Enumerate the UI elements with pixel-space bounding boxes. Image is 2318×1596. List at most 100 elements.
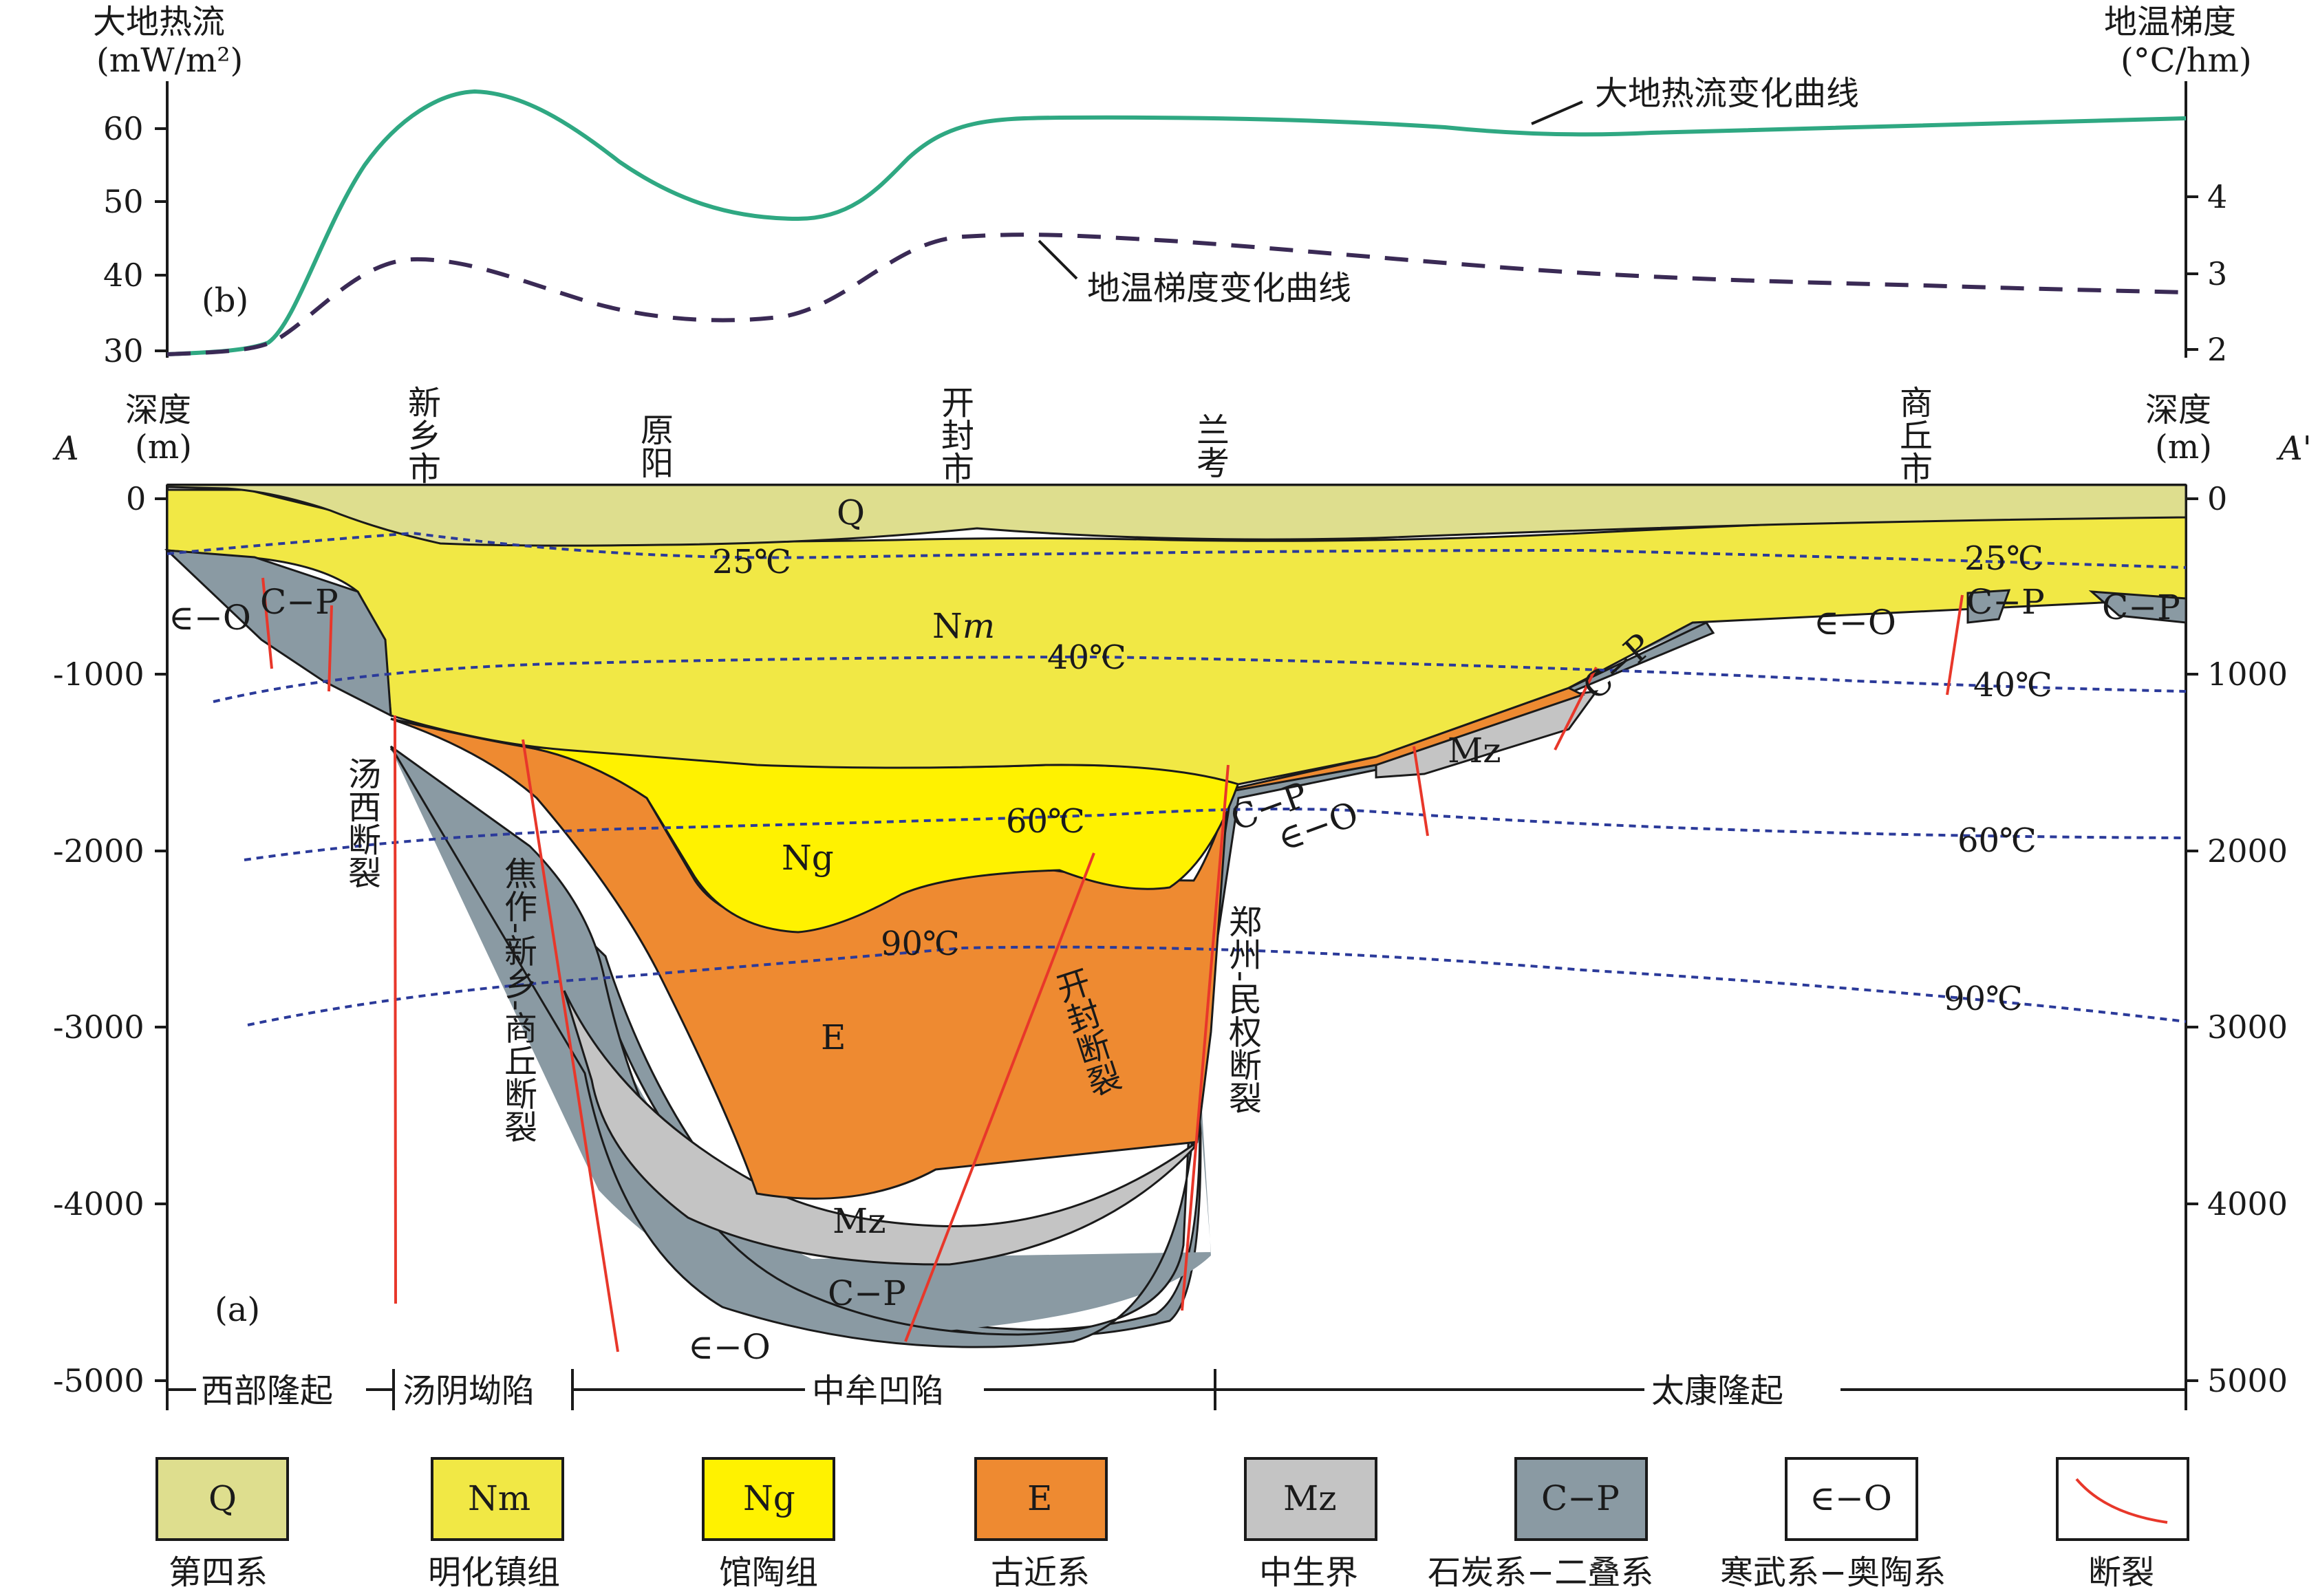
fault-zhengzhou bbox=[1181, 764, 1230, 1311]
isotherm-60 bbox=[244, 808, 2187, 861]
gradient-series-line bbox=[167, 233, 2187, 356]
city-label: 兰考 bbox=[1190, 413, 1229, 479]
label-e: E bbox=[821, 1017, 846, 1057]
label-eo-east: ∈−O bbox=[1814, 603, 1896, 643]
label-cp-west: C−P bbox=[260, 582, 339, 622]
right-depth-tick-label: 3000 bbox=[2207, 1009, 2288, 1046]
depth-title-left: 深度 bbox=[125, 391, 191, 429]
fault-lines bbox=[261, 577, 1964, 1352]
city-label: 新乡市 bbox=[402, 385, 440, 484]
gradient-leader-line bbox=[1038, 239, 1078, 280]
label-q: Q bbox=[837, 493, 865, 532]
legend-name: 中生界 bbox=[1259, 1553, 1358, 1592]
legend-item-q: Q 第四系 bbox=[155, 1457, 289, 1592]
heatflow-series-label: 大地热流变化曲线 bbox=[1595, 74, 1859, 113]
depth-unit-left: (m) bbox=[135, 428, 192, 466]
right-tick-label: 2 bbox=[2207, 331, 2227, 368]
unit-q bbox=[166, 484, 2187, 547]
fault-label-jiaozuo: 焦作-新乡-商丘断裂 bbox=[498, 856, 537, 1143]
heatflow-leader-line bbox=[1531, 100, 1583, 125]
isotherm-label-40: 40℃ bbox=[1047, 638, 1126, 677]
unit-cp-east-2 bbox=[2088, 590, 2187, 624]
label-cp-basin: C−P bbox=[828, 1273, 906, 1313]
right-depth-tick-label: 0 bbox=[2207, 480, 2227, 517]
legend-item-cp: C−P 石炭系−二叠系 bbox=[1428, 1457, 1653, 1592]
depth-unit-right: (m) bbox=[2155, 428, 2212, 466]
right-tick-label: 4 bbox=[2207, 178, 2227, 215]
tectonic-unit-bar bbox=[166, 1369, 2187, 1410]
left-tick-label: 40 bbox=[103, 257, 144, 294]
section-end-left: A bbox=[52, 429, 79, 468]
depth-tick-label: -4000 bbox=[53, 1185, 144, 1222]
left-ticks: 60 50 40 30 bbox=[103, 110, 167, 369]
gradient-series-label: 地温梯度变化曲线 bbox=[1087, 269, 1351, 308]
depth-tick-label: -5000 bbox=[53, 1362, 144, 1399]
tectonic-unit-label: 太康隆起 bbox=[1651, 1372, 1783, 1410]
right-depth-tick-label: 4000 bbox=[2207, 1185, 2288, 1222]
fault-kaifeng bbox=[904, 852, 1095, 1342]
unit-cp-west bbox=[164, 549, 392, 718]
tectonic-unit-label: 中牟凹陷 bbox=[812, 1372, 944, 1410]
legend-name: 馆陶组 bbox=[719, 1553, 818, 1592]
legend-name: 古近系 bbox=[991, 1553, 1090, 1592]
label-ng: Ng bbox=[782, 838, 834, 878]
right-depth-tick-label: 1000 bbox=[2207, 656, 2288, 693]
legend-code: C−P bbox=[1541, 1478, 1620, 1518]
tectonic-unit-label: 西部隆起 bbox=[201, 1372, 333, 1410]
label-eo-west: ∈−O bbox=[169, 598, 251, 638]
label-cp-east-1: C−P bbox=[1966, 582, 2045, 622]
legend-name: 断裂 bbox=[2088, 1553, 2154, 1592]
fault-east-2 bbox=[1554, 667, 1598, 751]
right-depth-tick-label: 5000 bbox=[2207, 1362, 2288, 1399]
isotherm-label-60-east: 60℃ bbox=[1957, 821, 2037, 860]
isotherm-label-40-east: 40℃ bbox=[1973, 666, 2052, 704]
legend-item-fault: 断裂 bbox=[2056, 1457, 2189, 1592]
fault-label-tangxi: 汤西断裂 bbox=[342, 757, 380, 889]
left-tick-label: 30 bbox=[103, 332, 144, 369]
left-tick-label: 60 bbox=[103, 110, 144, 147]
isotherm-25 bbox=[167, 531, 2187, 569]
city-label: 开封市 bbox=[935, 385, 974, 484]
fault-symbol-icon bbox=[2075, 1478, 2168, 1524]
fault-west-1 bbox=[261, 577, 273, 669]
legend-item-ng: Ng 馆陶组 bbox=[702, 1457, 835, 1592]
city-label: 原阳 bbox=[634, 413, 673, 479]
legend-name: 明化镇组 bbox=[428, 1553, 560, 1592]
right-axis-title: 地温梯度 bbox=[2104, 3, 2236, 41]
left-tick-label: 50 bbox=[103, 183, 144, 220]
isotherm-label-60: 60℃ bbox=[1006, 802, 1085, 841]
label-nm: Nm bbox=[932, 606, 995, 646]
fault-jiaozuo bbox=[522, 739, 619, 1352]
depth-title-right: 深度 bbox=[2145, 391, 2211, 429]
legend-item-mz: Mz 中生界 bbox=[1244, 1457, 1377, 1592]
left-axis-unit: (mW/m²) bbox=[96, 41, 243, 80]
depth-tick-label: -3000 bbox=[53, 1009, 144, 1046]
left-axis-title: 大地热流 bbox=[93, 3, 225, 41]
depth-ticks bbox=[155, 497, 2198, 1382]
right-axis-unit: (°C/hm) bbox=[2121, 41, 2252, 80]
fault-label-zhengzhou: 郑州-民权断裂 bbox=[1223, 905, 1262, 1114]
depth-tick-label: -1000 bbox=[53, 656, 144, 693]
unit-cp-east-1 bbox=[1966, 589, 2011, 624]
legend-item-e: E 古近系 bbox=[974, 1457, 1108, 1592]
isotherm-label-25: 25℃ bbox=[712, 543, 791, 581]
fault-east-3 bbox=[1946, 594, 1964, 695]
heatflow-series-line bbox=[167, 89, 2187, 356]
cross-section: 深度 (m) 深度 (m) A A' 新乡市 原阳 开封市 兰考 商丘市 bbox=[52, 385, 2312, 1410]
legend-item-eo: ∈−O 寒武系−奥陶系 bbox=[1720, 1457, 1946, 1592]
right-ticks: 4 3 2 bbox=[2186, 178, 2227, 368]
label-cp-east-2: C−P bbox=[2102, 587, 2180, 627]
legend-name: 石炭系−二叠系 bbox=[1428, 1553, 1653, 1592]
isotherm-lines bbox=[167, 531, 2187, 1026]
legend-code: Q bbox=[208, 1478, 237, 1518]
label-mz-basin: Mz bbox=[833, 1201, 886, 1241]
heatflow-chart: 大地热流 (mW/m²) 地温梯度 (°C/hm) 60 50 40 30 4 … bbox=[93, 3, 2252, 369]
legend-code: ∈−O bbox=[1810, 1478, 1892, 1518]
label-eo-basin: ∈−O bbox=[688, 1327, 771, 1367]
legend-name: 第四系 bbox=[169, 1553, 268, 1592]
city-label: 商丘市 bbox=[1893, 385, 1932, 484]
depth-tick-label: -2000 bbox=[53, 832, 144, 870]
panel-label-b: (b) bbox=[202, 281, 248, 320]
legend-item-nm: Nm 明化镇组 bbox=[428, 1457, 564, 1592]
